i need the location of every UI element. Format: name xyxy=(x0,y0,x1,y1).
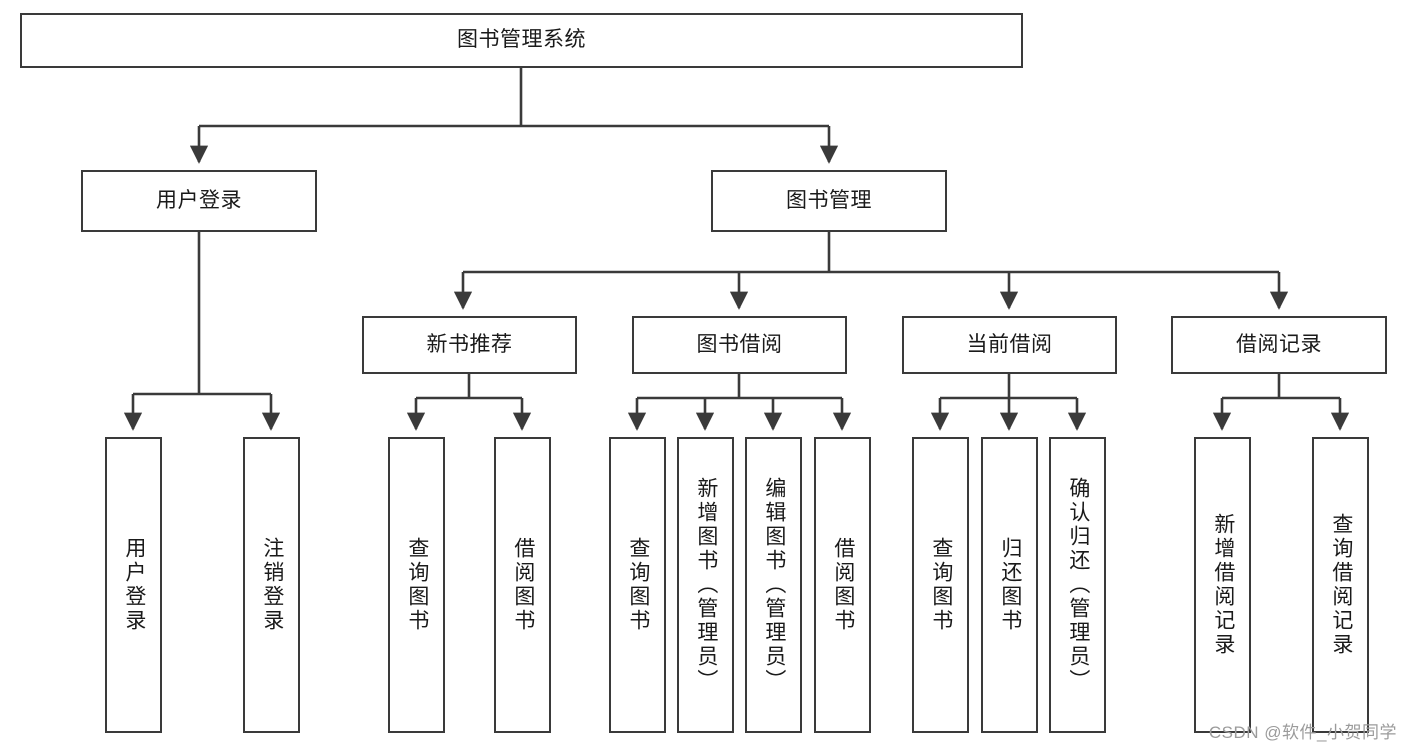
leaf-logout[interactable]: 注销登录 xyxy=(243,437,300,733)
node-book-management[interactable]: 图书管理 xyxy=(711,170,947,232)
leaf-user-login[interactable]: 用户登录 xyxy=(105,437,162,733)
leaf-edit-book-admin[interactable]: 编辑图书（管理员） xyxy=(745,437,802,733)
leaf-borrow-book-newbook[interactable]: 借阅图书 xyxy=(494,437,551,733)
leaf-query-book-newbook[interactable]: 查询图书 xyxy=(388,437,445,733)
leaf-logout-label: 注销登录 xyxy=(260,537,284,633)
leaf-borrow-book-label: 借阅图书 xyxy=(831,537,855,633)
node-root[interactable]: 图书管理系统 xyxy=(20,13,1023,68)
leaf-confirm-return-admin[interactable]: 确认归还（管理员） xyxy=(1049,437,1106,733)
leaf-add-book-admin[interactable]: 新增图书（管理员） xyxy=(677,437,734,733)
leaf-query-book-current-label: 查询图书 xyxy=(929,537,953,633)
leaf-user-login-label: 用户登录 xyxy=(122,537,146,633)
node-borrow-records[interactable]: 借阅记录 xyxy=(1171,316,1387,374)
leaf-query-borrow-record[interactable]: 查询借阅记录 xyxy=(1312,437,1369,733)
node-user-login-label: 用户登录 xyxy=(156,188,242,212)
leaf-return-book-label: 归还图书 xyxy=(998,537,1022,633)
leaf-edit-book-admin-label: 编辑图书（管理员） xyxy=(762,477,786,693)
node-root-label: 图书管理系统 xyxy=(457,28,586,52)
leaf-borrow-book[interactable]: 借阅图书 xyxy=(814,437,871,733)
leaf-query-book-current[interactable]: 查询图书 xyxy=(912,437,969,733)
leaf-confirm-return-admin-label: 确认归还（管理员） xyxy=(1066,477,1090,693)
leaf-query-book-newbook-label: 查询图书 xyxy=(405,537,429,633)
leaf-query-borrow-record-label: 查询借阅记录 xyxy=(1329,513,1353,657)
node-book-borrow[interactable]: 图书借阅 xyxy=(632,316,847,374)
node-current-borrow-label: 当前借阅 xyxy=(966,332,1053,356)
node-user-login[interactable]: 用户登录 xyxy=(81,170,317,232)
node-current-borrow[interactable]: 当前借阅 xyxy=(902,316,1117,374)
leaf-borrow-book-newbook-label: 借阅图书 xyxy=(511,537,535,633)
node-book-management-label: 图书管理 xyxy=(786,188,872,212)
node-new-book-recommend-label: 新书推荐 xyxy=(426,332,513,356)
node-borrow-records-label: 借阅记录 xyxy=(1236,332,1322,356)
node-new-book-recommend[interactable]: 新书推荐 xyxy=(362,316,577,374)
leaf-add-book-admin-label: 新增图书（管理员） xyxy=(694,477,718,693)
leaf-query-book-borrow[interactable]: 查询图书 xyxy=(609,437,666,733)
leaf-add-borrow-record-label: 新增借阅记录 xyxy=(1211,513,1235,657)
leaf-return-book[interactable]: 归还图书 xyxy=(981,437,1038,733)
leaf-add-borrow-record[interactable]: 新增借阅记录 xyxy=(1194,437,1251,733)
leaf-query-book-borrow-label: 查询图书 xyxy=(626,537,650,633)
node-book-borrow-label: 图书借阅 xyxy=(696,332,783,356)
